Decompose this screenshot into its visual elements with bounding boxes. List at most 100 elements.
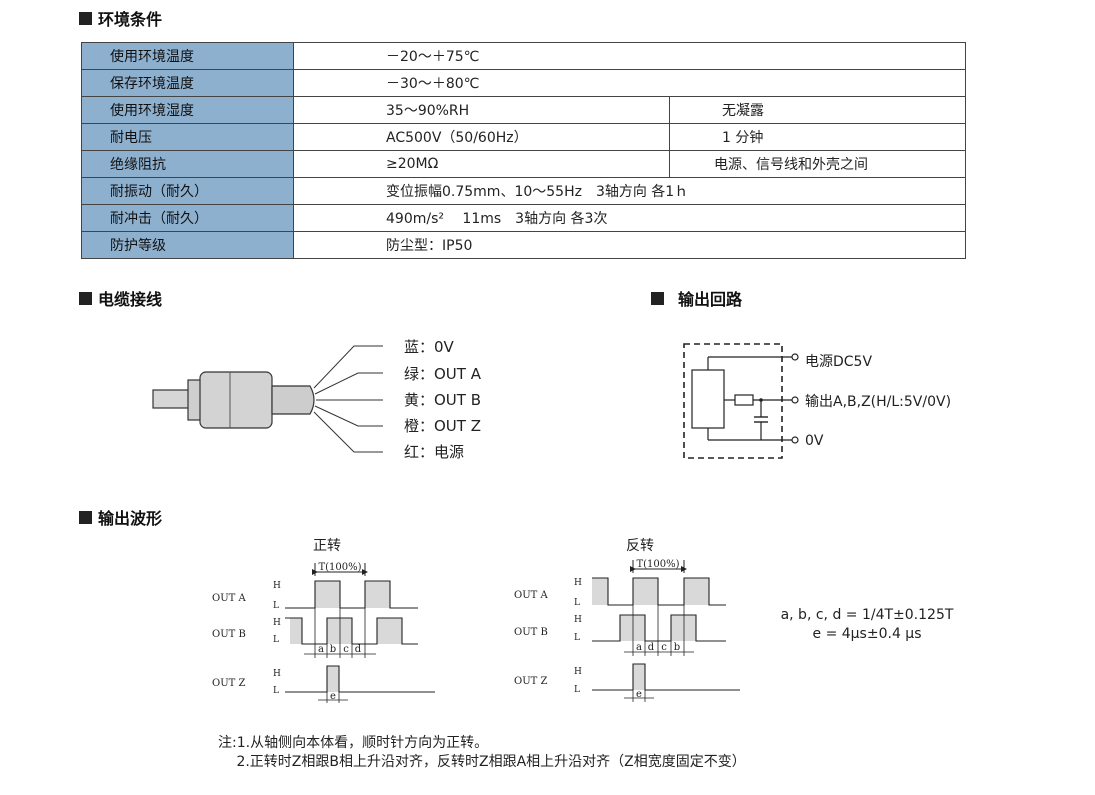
section-square-icon <box>79 291 92 305</box>
table-row: 使用环境温度 －20～＋75℃ <box>81 42 966 70</box>
table-row: 绝缘阻抗 ≥20MΩ 电源、信号线和外壳之间 <box>81 150 966 178</box>
wire-red <box>313 411 383 453</box>
terminal-vcc <box>791 353 799 361</box>
row-label: 使用环境湿度 <box>81 96 294 124</box>
section-square-icon <box>79 510 92 524</box>
encoder-body <box>199 371 273 429</box>
section-square-icon <box>79 11 92 25</box>
row-label: 耐振动（耐久） <box>81 177 294 205</box>
svg-text:L: L <box>273 686 279 696</box>
svg-text:L: L <box>273 601 279 611</box>
svg-text:e: e <box>330 691 336 702</box>
waveform-out-b-forward <box>285 617 418 645</box>
waveform-formula: a, b, c, d = 1/4T±0.125T e = 4μs±0.4 μs <box>780 607 954 642</box>
table-row: 防护等级 防尘型：IP50 <box>81 231 966 259</box>
table-row: 耐冲击（耐久） 490m/s² 11ms 3轴方向 各3次 <box>81 204 966 232</box>
period-label: T(100%) <box>318 562 361 573</box>
svg-text:d: d <box>355 644 362 655</box>
table-row: 保存环境温度 －30～＋80℃ <box>81 69 966 97</box>
forward-title: 正转 <box>313 538 341 554</box>
resistor <box>734 394 754 406</box>
wire-label: 红：电源 <box>404 443 464 461</box>
svg-text:c: c <box>661 642 667 653</box>
row-value: －20～＋75℃ <box>293 42 966 70</box>
waveform-out-a-reverse <box>592 577 726 606</box>
svg-text:b: b <box>674 642 680 653</box>
section-title-env: 环境条件 <box>79 6 162 30</box>
encoder-shaft <box>152 389 194 409</box>
wire-label: 黄：OUT B <box>404 391 481 409</box>
svg-text:H: H <box>574 578 582 588</box>
waveform-out-a-forward <box>285 580 418 609</box>
section-title-circuit: 输出回路 <box>651 286 742 310</box>
row-label: 保存环境温度 <box>81 69 294 97</box>
cable-sheath <box>271 385 315 415</box>
row-extra: 无凝露 <box>669 96 966 124</box>
row-label-out-b: OUT B <box>514 627 548 638</box>
wire-green <box>314 372 383 395</box>
row-extra: 电源、信号线和外壳之间 <box>669 150 966 178</box>
waveform-out-z-forward <box>285 665 435 693</box>
row-label: 耐冲击（耐久） <box>81 204 294 232</box>
row-label-out-z: OUT Z <box>514 676 547 687</box>
table-row: 使用环境湿度 35～90%RH 无凝露 <box>81 96 966 124</box>
row-value: －30～＋80℃ <box>293 69 966 97</box>
svg-text:d: d <box>648 642 655 653</box>
note-line-1: 注:1.从轴侧向本体看，顺时针方向为正转。 <box>218 735 489 751</box>
svg-text:L: L <box>574 685 580 695</box>
circuit-label: 0V <box>805 433 824 449</box>
svg-text:c: c <box>343 644 349 655</box>
row-label-out-a: OUT A <box>514 590 548 601</box>
row-extra: 1 分钟 <box>669 123 966 151</box>
svg-text:b: b <box>330 644 336 655</box>
period-label: T(100%) <box>636 559 679 570</box>
output-circuit-diagram: 电源DC5V 输出A,B,Z(H/L:5V/0V) 0V <box>683 343 951 459</box>
waveform-out-z-reverse <box>592 663 740 691</box>
wire-label: 橙：OUT Z <box>404 417 481 435</box>
row-value: 490m/s² 11ms 3轴方向 各3次 <box>293 204 966 232</box>
section-square-icon <box>651 291 664 305</box>
circuit-label: 输出A,B,Z(H/L:5V/0V) <box>805 394 951 410</box>
table-row: 耐振动（耐久） 变位振幅0.75mm、10～55Hz 3轴方向 各1ｈ <box>81 177 966 205</box>
row-value: AC500V（50/60Hz） <box>293 123 670 151</box>
cable-diagram: 蓝：0V 绿：OUT A 黄：OUT B 橙：OUT Z 红：电源 <box>152 338 482 461</box>
svg-text:a: a <box>636 642 642 653</box>
waveform-diagram: 正转 T(100%) OUT A OUT B OUT Z H L H L H L… <box>212 538 740 703</box>
svg-text:L: L <box>273 635 279 645</box>
svg-text:H: H <box>273 669 281 679</box>
svg-text:L: L <box>574 633 580 643</box>
svg-text:e: e <box>636 689 642 700</box>
svg-text:H: H <box>273 618 281 628</box>
row-label: 耐电压 <box>81 123 294 151</box>
row-label-out-a: OUT A <box>212 593 246 604</box>
row-label-out-z: OUT Z <box>212 678 245 689</box>
row-value: ≥20MΩ <box>293 150 670 178</box>
terminal-output <box>791 396 799 404</box>
terminal-0v <box>791 436 799 444</box>
wire-label: 蓝：0V <box>404 338 455 356</box>
section-title-cable: 电缆接线 <box>79 286 162 310</box>
wire-label: 绿：OUT A <box>404 365 482 383</box>
environment-table: 使用环境温度 －20～＋75℃ 保存环境温度 －30～＋80℃ 使用环境湿度 3… <box>81 42 966 259</box>
row-label: 使用环境温度 <box>81 42 294 70</box>
svg-text:H: H <box>574 615 582 625</box>
row-value: 变位振幅0.75mm、10～55Hz 3轴方向 各1ｈ <box>293 177 966 205</box>
svg-text:H: H <box>273 581 281 591</box>
wire-orange <box>314 405 383 427</box>
row-label: 绝缘阻抗 <box>81 150 294 178</box>
svg-text:a: a <box>318 644 324 655</box>
signal-block <box>691 369 725 429</box>
svg-text:L: L <box>574 598 580 608</box>
table-row: 耐电压 AC500V（50/60Hz） 1 分钟 <box>81 123 966 151</box>
waveform-out-b-reverse <box>592 614 726 642</box>
note-line-2: 2.正转时Z相跟B相上升沿对齐，反转时Z相跟A相上升沿对齐（Z相宽度固定不变） <box>218 754 746 770</box>
reverse-title: 反转 <box>626 538 654 554</box>
row-label: 防护等级 <box>81 231 294 259</box>
circuit-label: 电源DC5V <box>805 354 872 370</box>
row-label-out-b: OUT B <box>212 629 246 640</box>
svg-text:H: H <box>574 667 582 677</box>
circuit-boundary <box>683 343 783 459</box>
wire-blue <box>313 345 383 389</box>
section-title-wave: 输出波形 <box>79 505 162 529</box>
row-value: 防尘型：IP50 <box>293 231 966 259</box>
